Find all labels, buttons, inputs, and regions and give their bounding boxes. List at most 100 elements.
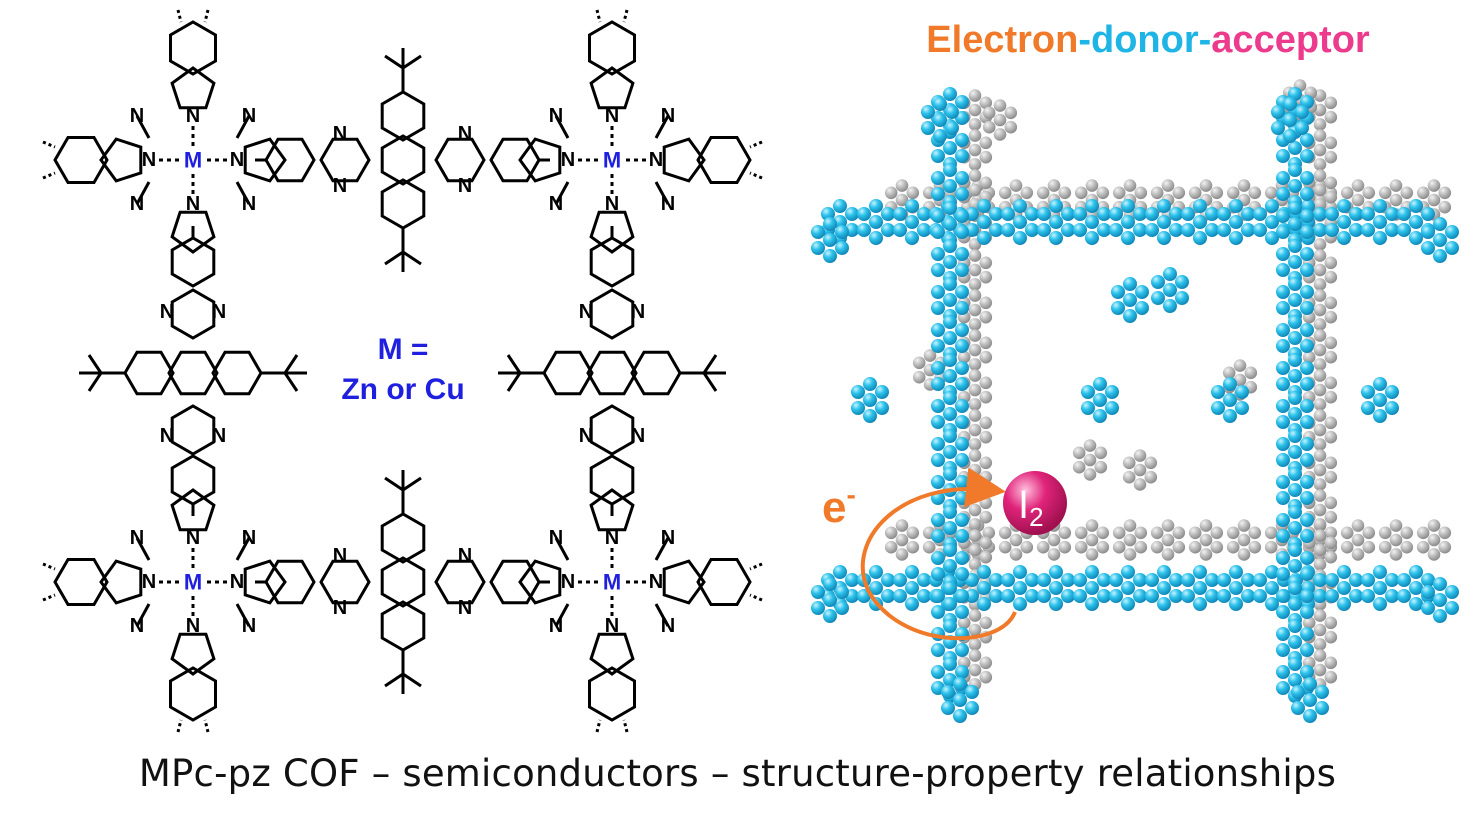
carbon-atom-grey xyxy=(1313,489,1327,502)
carbon-atom-grey xyxy=(968,303,982,317)
nitrogen-carbon-atom-cyan xyxy=(1276,225,1290,239)
nitrogen-carbon-atom-cyan xyxy=(931,415,945,429)
pyrazine-nitrogen: N xyxy=(579,301,593,323)
carbon-atom-grey xyxy=(968,543,982,557)
nitrogen-atom: N xyxy=(605,615,619,637)
carbon-atom-grey xyxy=(957,350,971,364)
nitrogen-carbon-atom-cyan xyxy=(1276,361,1290,375)
nitrogen-atom: N xyxy=(186,527,200,549)
carbon-atom-grey xyxy=(1313,478,1327,491)
nitrogen-carbon-atom-cyan xyxy=(1300,643,1314,657)
nitrogen-carbon-atom-cyan xyxy=(1337,215,1351,229)
carbon-atom-grey xyxy=(1313,638,1327,651)
carbon-atom-grey xyxy=(1324,456,1338,470)
nitrogen-atom: N xyxy=(186,193,200,215)
carbon-atom-grey xyxy=(895,179,909,192)
carbon-atom-grey xyxy=(1096,526,1110,540)
extension-bond xyxy=(203,719,210,733)
carbon-atom-grey xyxy=(968,278,982,291)
nitrogen-carbon-atom-cyan xyxy=(1217,573,1231,587)
nitrogen-carbon-atom-cyan xyxy=(1288,315,1302,329)
carbon-atom-grey xyxy=(1313,249,1327,262)
nitrogen-carbon-atom-cyan xyxy=(1265,199,1279,213)
nitrogen-carbon-atom-cyan xyxy=(1288,201,1302,215)
extension-bond xyxy=(595,719,602,733)
nitrogen-carbon-atom-cyan xyxy=(1409,597,1423,611)
nitrogen-carbon-atom-cyan xyxy=(857,223,871,237)
nitrogen-carbon-atom-cyan xyxy=(1276,491,1290,505)
nitrogen-carbon-atom-cyan xyxy=(1145,223,1159,237)
nitrogen-carbon-atom-cyan xyxy=(953,693,967,707)
carbon-atom-grey xyxy=(968,438,982,451)
nitrogen-carbon-atom-cyan xyxy=(943,543,957,557)
nitrogen-carbon-atom-cyan xyxy=(1093,393,1107,407)
carbon-atom-grey xyxy=(968,343,982,357)
nitrogen-carbon-atom-cyan xyxy=(943,255,957,269)
carbon-atom-grey xyxy=(1313,609,1327,622)
benzo-ring xyxy=(588,666,636,722)
bond xyxy=(402,250,422,266)
nitrogen-carbon-atom-cyan xyxy=(955,437,969,451)
nitrogen-carbon-atom-cyan xyxy=(1409,215,1423,229)
carbon-atom-grey xyxy=(1324,176,1338,190)
nitrogen-carbon-atom-cyan xyxy=(931,399,945,413)
nitrogen-atom: N xyxy=(605,193,619,215)
carbon-atom-grey xyxy=(1438,526,1452,540)
nitrogen-carbon-atom-cyan xyxy=(1193,581,1207,595)
bond xyxy=(654,181,670,205)
carbon-atom-grey xyxy=(1324,190,1338,204)
carbon-atom-grey xyxy=(1302,616,1316,630)
pyrrole-ring xyxy=(589,632,635,676)
nitrogen-carbon-atom-cyan xyxy=(881,589,895,603)
carbon-atom-grey xyxy=(1324,510,1338,524)
nitrogen-carbon-atom-cyan xyxy=(1445,585,1459,599)
bond xyxy=(235,115,251,139)
carbon-atom-grey xyxy=(1248,186,1262,200)
pyrazine-ring xyxy=(434,137,486,183)
model-title-electron: Electron xyxy=(926,19,1078,61)
extension-bond xyxy=(203,9,210,23)
carbon-atom-grey xyxy=(1302,350,1316,364)
carbon-atom-grey xyxy=(1096,540,1110,554)
carbon-atom-grey xyxy=(1134,186,1148,200)
nitrogen-carbon-atom-cyan xyxy=(1121,597,1135,611)
carbon-atom-grey xyxy=(1324,270,1338,284)
nitrogen-carbon-atom-cyan xyxy=(1013,597,1027,611)
nitrogen-carbon-atom-cyan xyxy=(1300,551,1314,565)
nitrogen-carbon-atom-cyan xyxy=(1315,685,1329,699)
nitrogen-carbon-atom-cyan xyxy=(1337,231,1351,245)
carbon-atom-grey xyxy=(1400,540,1414,554)
benzo-ring xyxy=(696,136,752,184)
nitrogen-carbon-atom-cyan xyxy=(917,573,931,587)
nitrogen-carbon-atom-cyan xyxy=(1325,223,1339,237)
nitrogen-carbon-atom-cyan xyxy=(1300,133,1314,147)
pyrrole-ring xyxy=(170,66,216,110)
carbon-atom-grey xyxy=(1313,529,1327,542)
nitrogen-carbon-atom-cyan xyxy=(1105,385,1119,399)
nitrogen-carbon-atom-cyan xyxy=(905,199,919,213)
carbon-atom-grey xyxy=(1199,179,1213,192)
nitrogen-carbon-atom-cyan xyxy=(1288,445,1302,459)
nitrogen-atom: N xyxy=(186,615,200,637)
nitrogen-carbon-atom-cyan xyxy=(943,315,957,329)
nitrogen-carbon-atom-cyan xyxy=(943,619,957,633)
benzo-ring xyxy=(264,559,316,605)
pyrazine-nitrogen: N xyxy=(212,301,226,323)
carbon-atom-grey xyxy=(968,623,982,637)
benzo-ring xyxy=(170,454,216,506)
nitrogen-carbon-atom-cyan xyxy=(1085,597,1099,611)
carbon-atom-grey xyxy=(1324,150,1338,164)
nitrogen-carbon-atom-cyan xyxy=(1163,267,1177,281)
nitrogen-carbon-atom-cyan xyxy=(1373,597,1387,611)
nitrogen-carbon-atom-cyan xyxy=(1265,581,1279,595)
pyrazine-ring xyxy=(170,288,216,340)
nitrogen-carbon-atom-cyan xyxy=(1193,199,1207,213)
carbon-atom-grey xyxy=(1313,518,1327,531)
nitrogen-atom: N xyxy=(649,149,663,171)
carbon-atom-grey xyxy=(1313,383,1327,397)
nitrogen-carbon-atom-cyan xyxy=(931,323,945,337)
carbon-atom-grey xyxy=(1313,158,1327,171)
nitrogen-carbon-atom-cyan xyxy=(955,377,969,391)
nitrogen-carbon-atom-cyan xyxy=(1409,581,1423,595)
nitrogen-carbon-atom-cyan xyxy=(1300,377,1314,391)
